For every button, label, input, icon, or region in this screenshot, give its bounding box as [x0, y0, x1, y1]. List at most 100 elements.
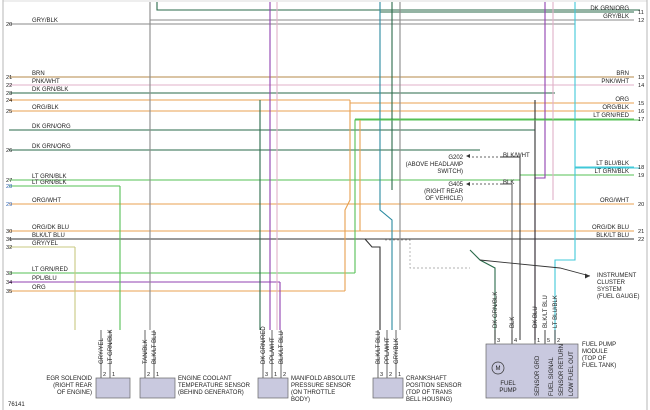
ckp-pin-3-label: BLK/LT BLU [376, 331, 382, 364]
ckp-label-2: POSITION SENSOR [406, 383, 462, 389]
left-pin-29: 29 [6, 202, 12, 208]
coolant-pin-2: 2 [147, 372, 150, 378]
left-pin-32: 32 [6, 245, 12, 251]
fuel-pump-fuel-signal-label: FUEL SIGNAL [549, 357, 555, 396]
vertical-lt-blu-blk-down [554, 168, 576, 340]
right-wire-label-14: PNK/WHT [601, 79, 629, 85]
left-pin-20: 20 [6, 22, 12, 28]
blk-lt-blu-to-ckp [364, 238, 381, 330]
fuel-pump-label-2: PUMP [499, 388, 516, 394]
g405-desc1: (RIGHT REAR [424, 189, 464, 195]
fuel-pump-title-3: (TOP OF [582, 356, 606, 362]
left-pin-25: 25 [6, 109, 12, 115]
right-pin-15: 15 [638, 101, 644, 107]
right-wire-label-19: LT GRN/BLK [595, 169, 629, 175]
right-wire-label-13: BRN [616, 71, 629, 77]
fuel-pump-pin-2: 2 [557, 338, 560, 344]
right-pin-16: 16 [638, 109, 644, 115]
vertical-dk-grn-org-top [156, 2, 640, 11]
left-pin-23: 23 [6, 91, 12, 97]
coolant-box [139, 377, 176, 399]
map-box [257, 377, 289, 399]
coolant-label-1: ENGINE COOLANT [178, 376, 232, 382]
map-pin-1-label: PPL/WHT [270, 337, 276, 364]
ckp-pin-1-label: GRY/BLK [394, 338, 400, 364]
fuel-pump-pin-3: 3 [497, 338, 500, 344]
coolant-pin-2-label: TAN/BLK [143, 339, 149, 364]
dk-grn-blk-to-pump [469, 249, 496, 340]
fuel-pump-pin-5-label: BLK/LT BLU [543, 295, 549, 328]
ckp-pin-1: 1 [398, 372, 401, 378]
right-pin-12: 12 [638, 18, 644, 24]
coolant-label-3: (BEHIND GENERATOR) [178, 390, 244, 396]
right-pin-11: 11 [638, 10, 644, 16]
left-wire-label-17: ORG [32, 285, 46, 291]
g202-arrow-icon [466, 154, 470, 158]
left-wire-label-4: DK GRN/BLK [32, 87, 68, 93]
left-wire-label-14: GRY/YEL [32, 241, 59, 247]
map-pin-2: 2 [283, 372, 286, 378]
fuel-pump-low-fuel-out-label: LOW FUEL OUT [569, 351, 575, 396]
instrument-cluster-line-4: (FUEL GAUGE) [597, 294, 639, 300]
fuel-pump-pin-1-label: DK BLU [533, 306, 539, 328]
egr-pin-2-label: GRY/YEL [99, 337, 105, 364]
left-wire-label-6: ORG/BLK [32, 105, 59, 111]
right-wire-label-11: DK GRN/ORG [590, 6, 629, 12]
right-wire-label-15: ORG [615, 97, 629, 103]
left-wire-label-2: BRN [32, 71, 45, 77]
g202-desc1: (ABOVE HEADLAMP [406, 162, 463, 168]
left-pin-35: 35 [6, 289, 12, 295]
g202-desc2: SWITCH) [437, 169, 463, 175]
fuel-pump-sensor-grd-label: SENSOR GRD [535, 355, 541, 396]
fuel-pump-title-4: FUEL TANK) [582, 363, 616, 369]
ground-g405: G405 (RIGHT REAR OF VEHICLE) BLK [424, 180, 514, 202]
g202-wire [500, 156, 521, 340]
egr-pin-2: 2 [103, 372, 106, 378]
left-pin-27: 27 [6, 178, 12, 184]
egr-label-3: OF ENGINE) [57, 390, 92, 396]
figure-id: 76141 [8, 402, 25, 408]
left-wire-label-10: LT GRN/BLK [32, 180, 66, 186]
egr-label-1: EGR SOLENOID [46, 376, 92, 382]
egr-pin-1: 1 [112, 372, 115, 378]
left-pin-33: 33 [6, 271, 12, 277]
instrument-cluster-lead [479, 259, 591, 277]
ckp-box [372, 377, 404, 399]
left-wire-label-12: ORG/DK BLU [32, 225, 69, 231]
fuel-pump-pin-2-label: LT BLU/BLK [553, 295, 559, 328]
fuel-pump-pin-4: 4 [514, 338, 517, 344]
ckp-pin-2: 2 [389, 372, 392, 378]
right-pin-19: 19 [638, 173, 644, 179]
left-wire-label-11: ORG/WHT [32, 198, 61, 204]
left-wire-label-13: BLK/LT BLU [32, 233, 65, 239]
g405-desc2: OF VEHICLE) [425, 196, 463, 202]
right-wire-label-12: GRY/BLK [603, 14, 629, 20]
instrument-cluster-line-3: SYSTEM [597, 287, 622, 293]
fuel-pump-title-1: FUEL PUMP [582, 342, 616, 348]
g405-arrow-icon [466, 182, 470, 186]
instrument-cluster-label: INSTRUMENT CLUSTER SYSTEM (FUEL GAUGE) [585, 273, 639, 300]
ckp-label-1: CRANKSHAFT [406, 376, 447, 382]
left-wire-label-9: LT GRN/BLK [32, 174, 66, 180]
left-pin-34: 34 [6, 280, 12, 286]
coolant-pin-1: 1 [156, 372, 159, 378]
ckp-pin-2-label: PPL/WHT [385, 337, 391, 364]
right-wire-label-20: ORG/WHT [600, 198, 629, 204]
instrument-cluster-arrow-icon [585, 273, 590, 279]
right-pin-21: 21 [638, 229, 644, 235]
fuel-pump-module: M FUEL PUMP SENSOR GRD FUEL SIGNAL SENSO… [485, 342, 616, 399]
right-wire-label-22: BLK/LT BLU [596, 233, 629, 239]
g202-name: G202 [448, 155, 463, 161]
map-label-1: MANIFOLD ABSOLUTE [291, 376, 355, 382]
egr-box [95, 377, 131, 399]
map-pin-1: 1 [274, 372, 277, 378]
left-pin-30: 30 [6, 229, 12, 235]
left-wire-label-8: DK GRN/ORG [32, 144, 71, 150]
ckp-pin-3: 3 [380, 372, 383, 378]
instrument-cluster-line-1: INSTRUMENT [597, 273, 637, 279]
left-pin-31: 31 [6, 237, 12, 243]
fuel-pump-label-1: FUEL [500, 381, 516, 387]
left-wire-label-15: LT GRN/RED [32, 267, 68, 273]
junction-dash [385, 239, 470, 269]
